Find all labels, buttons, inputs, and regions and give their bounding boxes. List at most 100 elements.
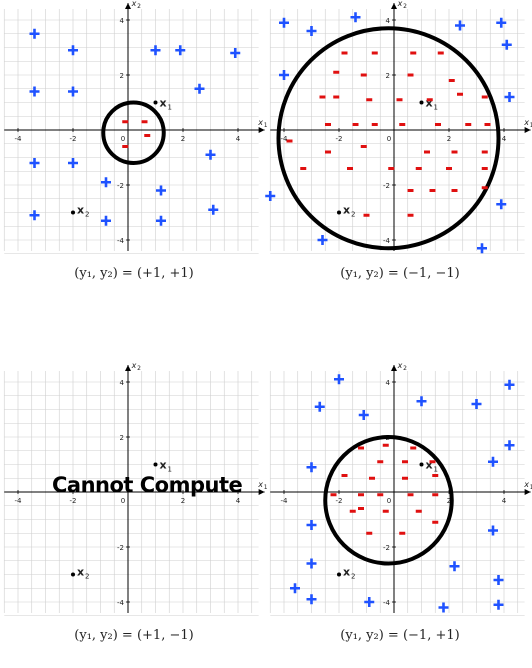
plus-marker (488, 525, 498, 536)
minus-marker (363, 213, 370, 217)
plus-marker (504, 379, 515, 390)
point-x1-label: x (160, 97, 167, 110)
decision-boundary (276, 26, 501, 251)
point-x2-sub: 2 (351, 211, 355, 219)
minus-marker (446, 167, 452, 170)
minus-marker (347, 167, 353, 170)
minus-marker (330, 493, 337, 497)
plus-marker (358, 410, 369, 420)
x-axis-label-sub: 1 (530, 484, 532, 491)
x-tick-label: -4 (15, 135, 23, 143)
minus-marker (141, 120, 148, 124)
minus-marker (333, 70, 340, 74)
minus-marker (451, 150, 458, 154)
minus-marker (481, 186, 488, 190)
y-tick-label: -4 (383, 237, 391, 245)
x-axis-arrow (524, 489, 531, 495)
x-axis-label-sub: 1 (264, 484, 268, 491)
y-tick-label: 4 (120, 17, 125, 25)
y-axis-arrow (125, 365, 131, 371)
y-tick-label: 2 (120, 434, 124, 442)
minus-marker (429, 189, 436, 192)
y-tick-label: 4 (120, 379, 125, 387)
x-tick-label: -2 (336, 497, 343, 505)
plus-marker (449, 561, 460, 572)
cannot-compute-label: Cannot Compute (52, 473, 243, 497)
plus-marker (279, 17, 289, 28)
plus-marker (68, 86, 78, 97)
y-axis-arrow (391, 365, 397, 371)
x-tick-label: -4 (281, 135, 289, 143)
y-axis-label-sub: 2 (137, 3, 141, 10)
y-axis-arrow (125, 3, 131, 9)
point-x1-sub: 1 (434, 466, 438, 474)
point-x1-sub: 1 (168, 466, 172, 474)
point-x2 (71, 210, 75, 215)
plus-marker (314, 401, 325, 412)
x-axis-label-sub: 1 (264, 122, 268, 129)
point-x2-label: x (77, 566, 84, 579)
x-axis-arrow (524, 127, 531, 133)
x-tick-label: -4 (281, 497, 289, 505)
minus-marker (407, 493, 414, 497)
plus-marker (156, 185, 166, 196)
plus-marker (416, 396, 427, 407)
minus-marker (410, 51, 417, 55)
plus-marker (150, 45, 161, 56)
minus-marker (399, 123, 406, 126)
plus-marker (496, 17, 507, 28)
plus-marker (306, 462, 317, 473)
plus-marker (29, 210, 40, 221)
minus-marker (481, 150, 488, 154)
y-tick-label: -2 (117, 182, 124, 190)
plus-marker (279, 70, 289, 80)
y-tick-label: -4 (117, 599, 125, 607)
minus-marker (122, 120, 129, 124)
x-tick-label: 4 (502, 497, 507, 505)
minus-marker (325, 150, 331, 154)
plus-marker (101, 215, 111, 226)
x-tick-label: 2 (181, 135, 185, 143)
plus-marker (290, 583, 300, 594)
minus-marker (448, 79, 455, 82)
y-axis-label: x (397, 361, 403, 370)
plus-marker (230, 48, 241, 58)
minus-marker (358, 507, 364, 510)
minus-marker (366, 531, 373, 535)
plus-marker (175, 45, 186, 56)
minus-marker (369, 476, 375, 480)
plus-marker (334, 374, 344, 385)
plus-marker (306, 26, 317, 36)
point-x1 (153, 100, 158, 105)
decision-boundary (101, 100, 166, 165)
plus-marker (488, 456, 498, 467)
caption-bottom-left: (y₁, y₂) = (+1, −1) (74, 628, 194, 643)
minus-marker (407, 73, 414, 77)
minus-marker (402, 476, 408, 480)
plus-marker (208, 204, 219, 215)
point-x1-sub: 1 (168, 104, 172, 112)
y-tick-label: -2 (117, 544, 124, 552)
y-tick-label: -4 (117, 237, 125, 245)
minus-marker (429, 460, 436, 464)
caption-bottom-right: (y₁, y₂) = (−1, +1) (340, 628, 460, 643)
x-axis-label: x (523, 118, 529, 127)
minus-marker (382, 443, 389, 447)
minus-marker (481, 95, 488, 99)
plus-marker (493, 599, 504, 610)
plus-marker (455, 20, 465, 31)
minus-marker (424, 150, 430, 154)
minus-marker (432, 520, 439, 524)
x-axis-label: x (257, 118, 263, 127)
x-tick-label: 2 (447, 135, 451, 143)
minus-marker (144, 134, 151, 137)
x-tick-label: 2 (447, 497, 451, 505)
x-tick-label: 4 (502, 135, 507, 143)
plus-marker (156, 215, 166, 226)
plus-marker (306, 520, 317, 530)
minus-marker (481, 167, 488, 170)
